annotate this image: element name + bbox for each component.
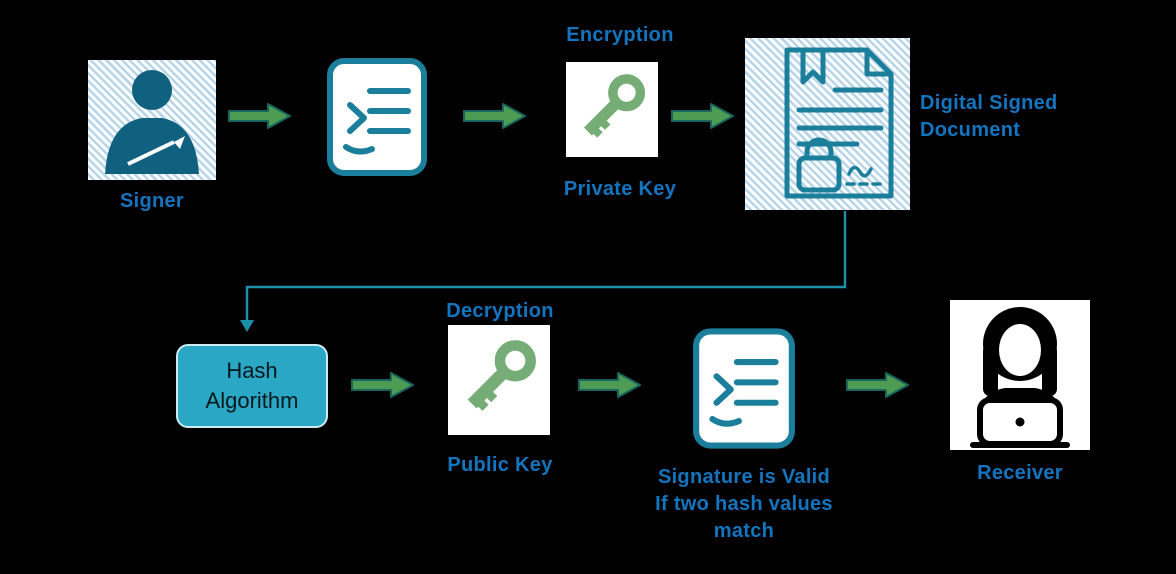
private-key-label: Private Key	[563, 178, 677, 200]
public-key-label: Public Key	[447, 454, 553, 476]
signer-label: Signer	[119, 190, 185, 212]
hash-algorithm-box: Hash Algorithm	[176, 344, 328, 428]
flow-arrow-icon	[671, 103, 734, 129]
receiver-icon	[950, 300, 1090, 450]
code-document-icon	[322, 55, 432, 180]
document-icon	[322, 55, 432, 180]
verified-document-icon	[688, 325, 800, 453]
code-document-icon	[688, 325, 800, 453]
flow-arrow-icon	[351, 372, 414, 398]
signed-document-label-line2: Document	[920, 119, 1021, 141]
signature-valid-line3: match	[713, 520, 775, 542]
woman-laptop-icon	[970, 307, 1070, 448]
signature-valid-line1: Signature is Valid	[657, 466, 831, 488]
flow-arrow-icon	[578, 372, 641, 398]
signed-document-label-line1: Digital Signed	[920, 92, 1058, 114]
flow-arrow-icon	[228, 103, 291, 129]
flow-arrow-icon	[846, 372, 909, 398]
public-key-icon	[448, 325, 550, 435]
signature-valid-line2: If two hash values	[655, 493, 833, 515]
person-writing-icon	[105, 70, 199, 174]
signed-document-label: Digital Signed Document	[920, 90, 1090, 144]
key-icon	[451, 332, 547, 428]
hash-label-line1: Hash	[226, 358, 278, 383]
hash-label-line2: Algorithm	[205, 388, 299, 413]
key-icon	[569, 67, 655, 153]
private-key-icon	[566, 62, 658, 157]
receiver-label: Receiver	[977, 462, 1063, 484]
flow-arrow-icon	[463, 103, 526, 129]
signature-valid-label: Signature is Valid If two hash values ma…	[634, 464, 854, 545]
signed-document-lock-icon	[784, 47, 894, 199]
signed-document-icon	[745, 38, 910, 210]
encryption-label: Encryption	[566, 24, 674, 46]
signer-icon	[88, 60, 216, 180]
decryption-label: Decryption	[446, 300, 554, 322]
